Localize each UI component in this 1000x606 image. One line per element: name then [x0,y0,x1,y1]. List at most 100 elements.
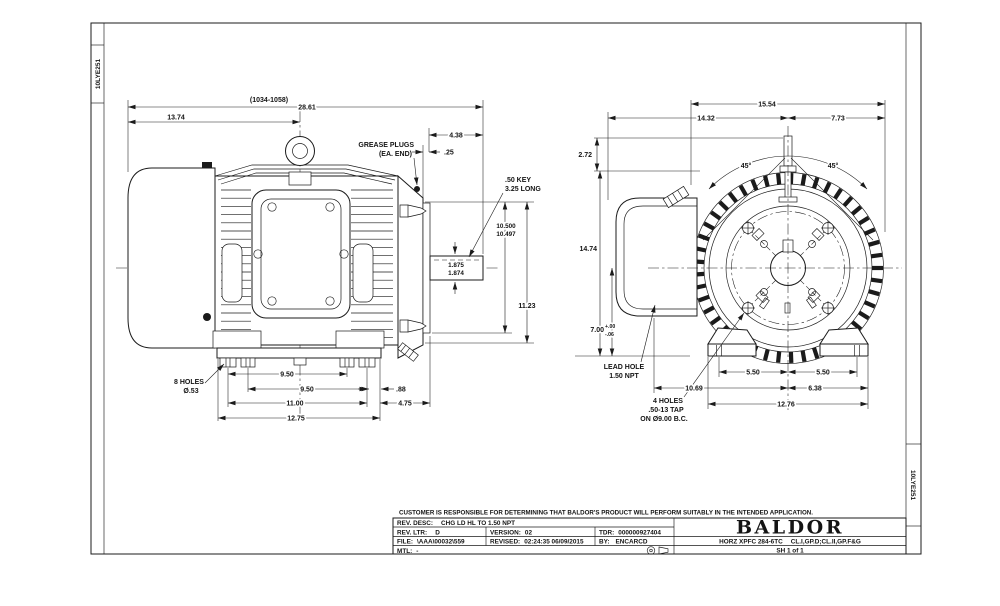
lead-box [615,185,698,317]
mounting-feet-side [212,330,385,368]
grease-fitting-bottom [399,319,427,333]
dim-foot-span1: 9.50 [280,372,294,379]
motor-side-view: (1034-1058) 28.61 13.74 GREASE PLUGS (EA… [116,95,543,424]
dim-foot-span2: 9.50 [300,387,314,394]
dim-overall-length: 28.61 [298,105,316,112]
dim-pilot-hi: 10.500 [496,223,516,230]
dim-flange-height: 11.23 [518,303,535,310]
side-view-dimensions: (1034-1058) 28.61 13.74 GREASE PLUGS (EA… [127,95,543,424]
dim-fin-dia: 15.54 [758,102,776,109]
file-label: FILE: [397,539,413,546]
shaft [429,255,484,281]
dim-pilot-lo: 10.497 [496,231,516,238]
title-block: CUSTOMER IS RESPONSIBLE FOR DETERMINING … [392,510,907,555]
dim-foot-right: 5.50 [816,370,830,377]
product-model: HORZ XPFC 284-6TC [719,538,783,545]
tdr-cell: TDR: 000000927404 [599,529,661,536]
grease-plug-top [414,186,420,192]
dim-shaft-height-tol-minus: -.06 [605,332,614,338]
tdr-value: 000000927404 [618,529,661,536]
dim-foot-to-face: 4.75 [398,401,412,408]
dim-shaft-height: 7.00 [590,327,604,334]
mtl-cell: MTL:- [397,548,418,555]
note-grease-1: GREASE PLUGS [358,142,414,149]
file-value: \AAA\00032\559 [417,539,465,546]
note-key-1: .50 KEY [505,177,531,184]
revised-value: 02:24:35 06/09/2015 [524,539,584,546]
small-hole [760,240,768,248]
dim-left-width: 14.32 [697,116,715,123]
doc-code-left: 10LYE251 [95,59,102,90]
dim-eye-height: 2.72 [578,152,592,159]
version-label: VERSION: [490,529,521,536]
rev-ltr-value: D [435,529,440,536]
file-cell: FILE: \AAA\00032\559 [397,539,465,546]
dim-base-right: 6.38 [808,386,822,393]
dim-foot-left: 5.50 [746,370,760,377]
conduit-box [251,189,351,319]
dim-shaft-dia-lo: 1.874 [448,270,464,277]
rev-desc-label: REV. DESC: [397,520,433,527]
tap-holes [741,221,835,315]
revised-cell: REVISED: 02:24:35 06/09/2015 [490,539,584,546]
disclaimer-text: CUSTOMER IS RESPONSIBLE FOR DETERMINING … [399,510,813,517]
slot [755,290,769,303]
rev-ltr-label: REV. LTR: [397,529,427,536]
c-face-flange [397,174,431,362]
note-tap-3: ON Ø9.00 B.C. [640,416,688,423]
by-cell: BY: ENCARCD [599,539,648,546]
note-holes-1: 8 HOLES [174,379,204,386]
dim-shaft-dia-hi: 1.875 [448,262,464,269]
dim-angle-left: 45° [741,162,752,170]
dim-shaft-ext: 4.38 [449,133,463,140]
dim-base-length: 12.75 [287,416,305,423]
mtl-value: - [416,548,418,555]
dim-face-offset: .25 [444,150,454,157]
note-holes-2: Ø.53 [183,388,198,395]
dim-shaft-height-tol-plus: +.00 [605,324,615,330]
tdr-label: TDR: [599,529,614,536]
dim-base-left: 10.69 [685,386,703,393]
dim-right-width: 7.73 [831,116,845,123]
fan-cover [127,167,216,349]
version-cell: VERSION: 02 [490,529,532,536]
note-lead-1: LEAD HOLE [604,364,645,371]
rev-ltr-cell: REV. LTR: D [397,529,440,536]
product-class: CL.I,GP.D;CL.II,GP.F&G [791,538,861,545]
revised-label: REVISED: [490,539,520,546]
eye-bolt [285,136,315,186]
dim-edge-offset: .88 [396,387,406,394]
end-view-dimensions: 15.54 14.32 7.73 2.72 45° 45° 14.74 7.0 [575,100,886,425]
rev-desc-cell: REV. DESC: CHG LD HL TO 1.50 NPT [397,520,515,527]
note-tap-2: .50-13 TAP [648,407,684,414]
version-value: 02 [525,529,533,536]
dim-mm-range: (1034-1058) [250,97,288,104]
dim-overall-height: 14.74 [579,246,597,253]
by-label: BY: [599,539,610,546]
vent-slot [784,302,791,314]
dim-base-total: 12.76 [777,402,795,409]
sheet-number: SH 1 of 1 [776,547,804,554]
dim-to-eye: 13.74 [167,115,185,122]
note-grease-2: (EA. END) [379,151,412,158]
dim-angle-right: 45° [828,162,839,170]
small-hole [808,288,816,296]
vent-slot [806,296,817,309]
rev-desc-value: CHG LD HL TO 1.50 NPT [441,520,515,527]
small-hole [808,240,816,248]
slot [811,228,825,241]
dim-foot-span3: 11.00 [286,401,303,408]
grease-fitting-top [399,204,427,218]
mounting-feet-end [707,327,869,357]
note-lead-2: 1.50 NPT [609,373,639,380]
by-value: ENCARCD [616,539,648,546]
small-hole [760,288,768,296]
projection-symbol-icon [646,546,669,555]
drain-hole [203,313,211,321]
motor-end-view: 15.54 14.32 7.73 2.72 45° 45° 14.74 7.0 [575,100,902,425]
note-tap-1: 4 HOLES [653,398,683,405]
vent-slot [759,297,770,310]
note-key-2: 3.25 LONG [505,186,541,193]
